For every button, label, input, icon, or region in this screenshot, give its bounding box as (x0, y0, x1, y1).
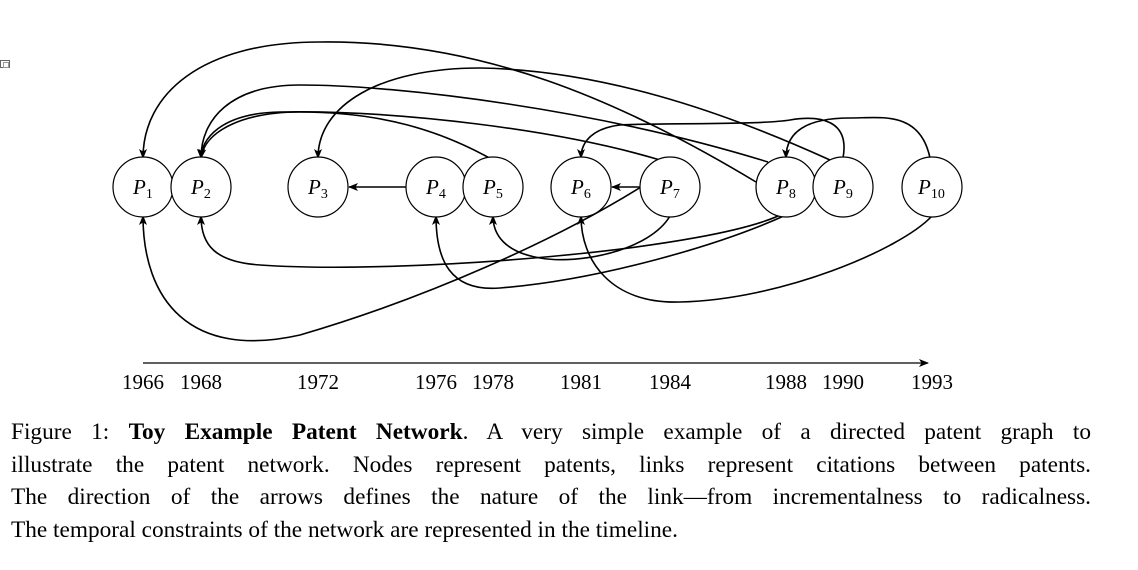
edge-p5-to-p2 (198, 111, 494, 161)
node-p7: P7 (639, 156, 701, 218)
node-circle-p2 (170, 156, 232, 218)
caption-title: Toy Example Patent Network (128, 419, 463, 445)
timeline-year-1990: 1990 (822, 370, 864, 394)
edge-p8-to-p1 (139, 41, 757, 183)
timeline-year-1968: 1968 (180, 370, 222, 394)
caption-line-2: illustrate the patent network. Nodes rep… (11, 451, 1091, 478)
node-circle-p10 (901, 156, 963, 218)
node-p3: P3 (287, 156, 349, 218)
node-p4: P4 (405, 156, 467, 218)
edge-p8-to-p2 (197, 84, 769, 163)
timeline: 1966 1968 1972 1976 1978 1981 1984 1988 1990 1993 (122, 359, 953, 394)
figure-caption: Figure 1: Toy Example Patent Network. A … (11, 416, 1091, 546)
timeline-year-1993: 1993 (911, 370, 953, 394)
timeline-year-1966: 1966 (122, 370, 164, 394)
node-subscript-p4: 4 (439, 187, 446, 202)
node-p8: P8 (755, 156, 817, 218)
node-circle-p9 (812, 156, 874, 218)
node-subscript-p3: 3 (321, 187, 328, 202)
edge-p10-to-p6 (577, 215, 933, 303)
edge-p7-to-p5 (489, 215, 671, 261)
node-p9: P9 (812, 156, 874, 218)
node-subscript-p9: 9 (846, 187, 853, 202)
node-p10: P10 (901, 156, 963, 218)
node-circle-p3 (287, 156, 349, 218)
edge-p8-to-p3 (314, 67, 831, 161)
caption-line-4: The temporal constraints of the network … (11, 516, 678, 543)
corner-box-icon (0, 60, 10, 68)
edge-p8-to-p4 (432, 214, 787, 290)
timeline-year-1988: 1988 (765, 370, 807, 394)
timeline-year-1978: 1978 (472, 370, 514, 394)
edge-p10-to-p8 (782, 116, 931, 159)
timeline-year-1976: 1976 (415, 370, 457, 394)
caption-prefix: Figure 1: (11, 419, 129, 445)
node-subscript-p5: 5 (496, 187, 503, 202)
node-circle-p5 (462, 156, 524, 218)
timeline-year-1984: 1984 (649, 370, 692, 394)
caption-line1-rest: . A very simple example of a directed pa… (462, 419, 1091, 445)
node-subscript-p1: 1 (146, 187, 153, 202)
edge-p7-to-p1 (139, 177, 656, 342)
edge-p9-to-p6 (577, 117, 845, 159)
caption-line-1: Figure 1: Toy Example Patent Network. A … (11, 416, 1091, 449)
edges-layer (139, 41, 933, 342)
edge-p8-to-p2 (197, 211, 787, 268)
edge-p7-to-p2 (197, 111, 661, 161)
node-p2: P2 (170, 156, 232, 218)
node-circle-p7 (639, 156, 701, 218)
node-subscript-p7: 7 (673, 187, 680, 202)
node-subscript-p2: 2 (204, 187, 211, 202)
node-p6: P6 (550, 156, 612, 218)
timeline-year-1972: 1972 (297, 370, 339, 394)
node-subscript-p6: 6 (584, 187, 591, 202)
timeline-year-1981: 1981 (560, 370, 602, 394)
node-subscript-p10: 10 (931, 187, 945, 202)
node-subscript-p8: 8 (789, 187, 796, 202)
node-p5: P5 (462, 156, 524, 218)
node-p1: P1 (112, 156, 174, 218)
caption-line-3: The direction of the arrows defines the … (11, 484, 1091, 510)
node-circle-p6 (550, 156, 612, 218)
